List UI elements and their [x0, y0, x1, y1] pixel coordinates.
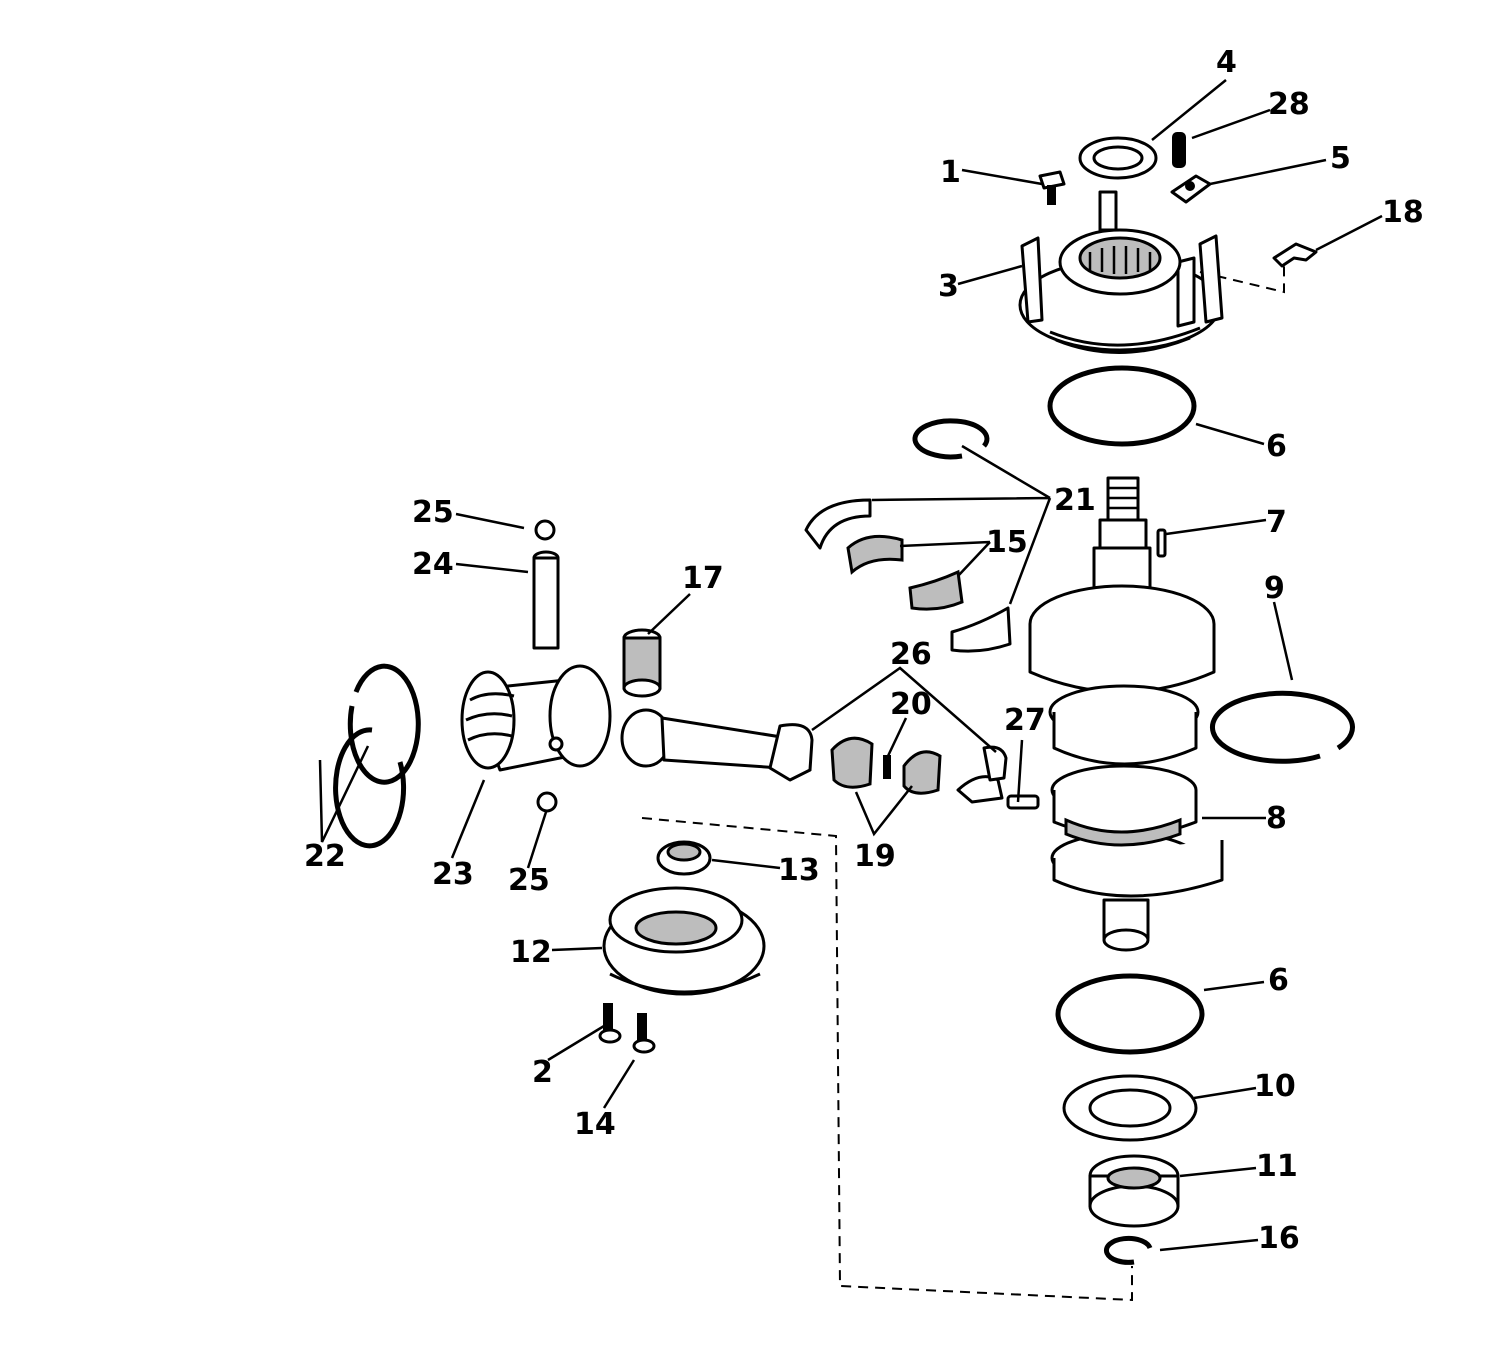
- callout-11: 11: [1256, 1149, 1298, 1184]
- leader-dashed-12-16: [641, 817, 1133, 1302]
- callout-2: 2: [532, 1055, 553, 1090]
- callout-25-lower: 25: [508, 863, 550, 898]
- part-11-ball-bearing: [1088, 1154, 1180, 1228]
- part-1-screw: [1038, 170, 1066, 205]
- part-2-screw: [598, 1003, 622, 1044]
- callout-6-upper: 6: [1266, 429, 1287, 464]
- part-6-o-ring-upper: [1047, 365, 1197, 447]
- callout-16: 16: [1258, 1221, 1300, 1256]
- callout-6-lower: 6: [1268, 963, 1289, 998]
- callout-25-upper: 25: [412, 495, 454, 530]
- callout-13: 13: [778, 853, 820, 888]
- callout-1: 1: [940, 155, 961, 190]
- part-25-lock-ring-upper: [534, 519, 556, 541]
- part-6-o-ring-lower: [1055, 973, 1205, 1055]
- part-12-lower-bearing-housing: [602, 886, 766, 996]
- part-19-caged-bearing: [830, 736, 942, 795]
- part-23-piston: [460, 664, 612, 772]
- part-24-piston-pin: [532, 550, 560, 650]
- part-22-piston-rings: [333, 663, 421, 849]
- callout-17: 17: [682, 561, 724, 596]
- part-25-lock-ring-lower: [536, 791, 558, 813]
- callout-28: 28: [1268, 87, 1310, 122]
- part-5-retainer: [1170, 174, 1212, 204]
- callout-4: 4: [1216, 45, 1237, 80]
- callout-10: 10: [1254, 1069, 1296, 1104]
- part-15-caged-bearing: [846, 534, 964, 611]
- callout-8: 8: [1266, 801, 1287, 836]
- callout-18: 18: [1382, 195, 1424, 230]
- callout-21: 21: [1054, 483, 1096, 518]
- part-18-clip: [1272, 242, 1318, 268]
- callout-5: 5: [1330, 141, 1351, 176]
- callout-15: 15: [986, 525, 1028, 560]
- part-14-screw: [632, 1013, 656, 1054]
- callout-20: 20: [890, 687, 932, 722]
- part-3-upper-bearing-housing: [1018, 190, 1224, 354]
- part-26-connecting-rod: [620, 708, 1008, 804]
- part-16-retaining-ring: [1103, 1235, 1153, 1265]
- leader-lines: [318, 79, 1383, 1252]
- part-27-screw: [1006, 794, 1040, 810]
- callout-14: 14: [574, 1107, 616, 1142]
- callout-27: 27: [1004, 703, 1046, 738]
- callout-24: 24: [412, 547, 454, 582]
- callout-7: 7: [1266, 505, 1287, 540]
- part-8-crankshaft: [1028, 476, 1224, 952]
- callout-3: 3: [938, 269, 959, 304]
- callout-19: 19: [854, 839, 896, 874]
- callout-22: 22: [304, 839, 346, 874]
- callout-9: 9: [1264, 571, 1285, 606]
- part-28-pin: [1172, 132, 1186, 168]
- leader-dashed-18: [1199, 262, 1285, 294]
- part-10-thrust-washer: [1062, 1074, 1198, 1142]
- callout-labels: 1 2 3 4 5 6 6 7 8 9 10 11 12 13 14 15 16…: [304, 45, 1424, 1256]
- part-4-seal: [1078, 136, 1158, 180]
- part-9-retaining-ring: [1210, 690, 1355, 764]
- part-17-needle-bearing: [622, 628, 662, 698]
- callout-26: 26: [890, 637, 932, 672]
- callout-23: 23: [432, 857, 474, 892]
- part-20-pin: [883, 755, 891, 779]
- callout-12: 12: [510, 935, 552, 970]
- part-13-seal: [656, 840, 712, 876]
- part-7-key: [1156, 528, 1167, 558]
- part-21-bearing-race: [804, 418, 1012, 653]
